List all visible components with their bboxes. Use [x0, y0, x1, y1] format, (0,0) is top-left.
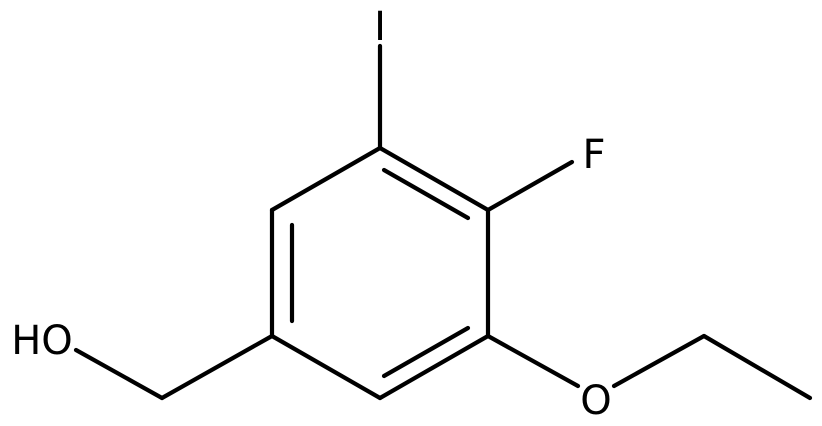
bond-oxygen-ch2: [611, 333, 707, 389]
bond-ch2-ch3: [701, 333, 813, 401]
fluorine-label: F: [582, 132, 605, 178]
iodine-label: I: [374, 4, 386, 50]
bond-ring-ch2oh: [159, 333, 275, 401]
bond-ch2-hydroxyl: [73, 347, 165, 401]
bond-c-oxygen: [485, 333, 581, 389]
ring-bond-c1-c2: [269, 145, 383, 213]
bond-c-fluorine: [485, 159, 575, 213]
ring-bond-c5-c6: [269, 333, 383, 401]
ring-double-bond-inner-top: [381, 167, 471, 221]
ring-bond-c4-c5: [377, 333, 491, 401]
oxygen-label: O: [580, 378, 611, 424]
hydroxyl-label: HO: [11, 318, 73, 364]
ring-double-bond-inner-bottom: [381, 325, 471, 379]
ring-bond-c2-c3: [377, 145, 491, 213]
